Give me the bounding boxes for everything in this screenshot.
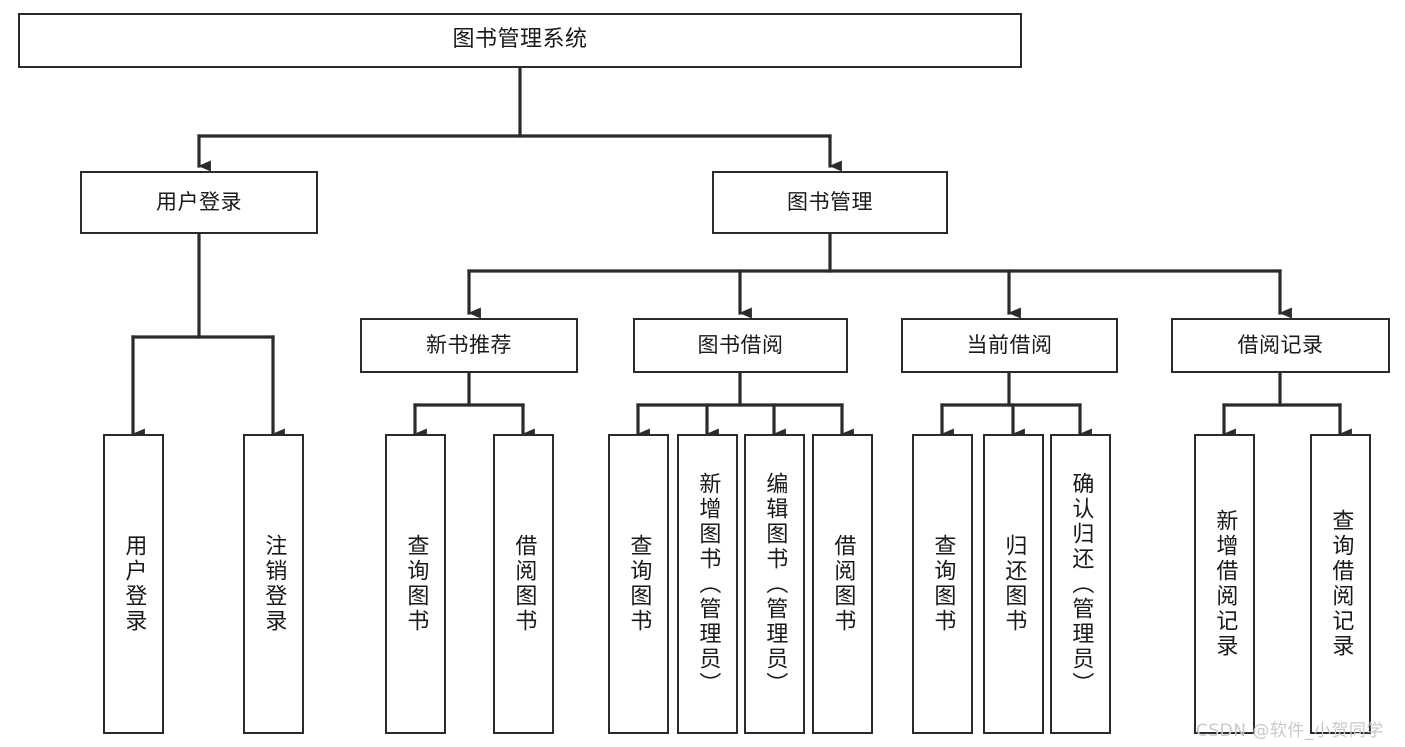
node-current-borrow[interactable]: 当前借阅 xyxy=(901,318,1118,373)
node-borrow-record[interactable]: 借阅记录 xyxy=(1171,318,1390,373)
leaf-query-book-borrow[interactable]: 查询图书 xyxy=(608,434,669,734)
leaf-borrow-book[interactable]: 借阅图书 xyxy=(812,434,873,734)
leaf-query-book-recommend[interactable]: 查询图书 xyxy=(385,434,446,734)
node-label: 查询图书 xyxy=(403,534,429,634)
node-label: 图书管理系统 xyxy=(452,27,588,53)
node-user-login[interactable]: 用户登录 xyxy=(80,171,318,234)
node-label: 编辑图书（管理员） xyxy=(762,471,788,697)
node-label: 用户登录 xyxy=(156,189,242,214)
node-new-book-recommend[interactable]: 新书推荐 xyxy=(360,318,578,373)
node-label: 注销登录 xyxy=(261,534,287,634)
node-label: 借阅图书 xyxy=(830,534,856,634)
node-label: 归还图书 xyxy=(1001,534,1027,634)
node-label: 图书管理 xyxy=(787,189,873,214)
node-label: 确认归还（管理员） xyxy=(1068,471,1094,697)
node-label: 查询图书 xyxy=(626,534,652,634)
leaf-confirm-return-admin[interactable]: 确认归还（管理员） xyxy=(1050,434,1111,734)
leaf-borrow-book-recommend[interactable]: 借阅图书 xyxy=(493,434,554,734)
leaf-logout[interactable]: 注销登录 xyxy=(243,434,304,734)
leaf-add-book-admin[interactable]: 新增图书（管理员） xyxy=(677,434,738,734)
leaf-query-book-current[interactable]: 查询图书 xyxy=(912,434,973,734)
leaf-add-borrow-record[interactable]: 新增借阅记录 xyxy=(1194,434,1255,734)
node-book-borrow[interactable]: 图书借阅 xyxy=(633,318,848,373)
node-label: 新增图书（管理员） xyxy=(695,471,721,697)
node-label: 查询图书 xyxy=(930,534,956,634)
node-label: 当前借阅 xyxy=(966,332,1053,357)
leaf-user-login[interactable]: 用户登录 xyxy=(103,434,164,734)
node-book-management[interactable]: 图书管理 xyxy=(712,171,948,234)
leaf-query-borrow-record[interactable]: 查询借阅记录 xyxy=(1310,434,1371,734)
node-label: 借阅图书 xyxy=(511,534,537,634)
leaf-return-book[interactable]: 归还图书 xyxy=(983,434,1044,734)
node-label: 查询借阅记录 xyxy=(1328,509,1354,659)
node-label: 借阅记录 xyxy=(1237,332,1324,357)
node-label: 图书借阅 xyxy=(697,332,784,357)
node-label: 新书推荐 xyxy=(426,332,512,357)
csdn-watermark: CSDN @软件_小贺同学 xyxy=(1196,721,1384,741)
node-label: 用户登录 xyxy=(121,534,147,634)
node-root-book-management-system[interactable]: 图书管理系统 xyxy=(18,13,1022,68)
node-label: 新增借阅记录 xyxy=(1212,509,1238,659)
leaf-edit-book-admin[interactable]: 编辑图书（管理员） xyxy=(744,434,805,734)
